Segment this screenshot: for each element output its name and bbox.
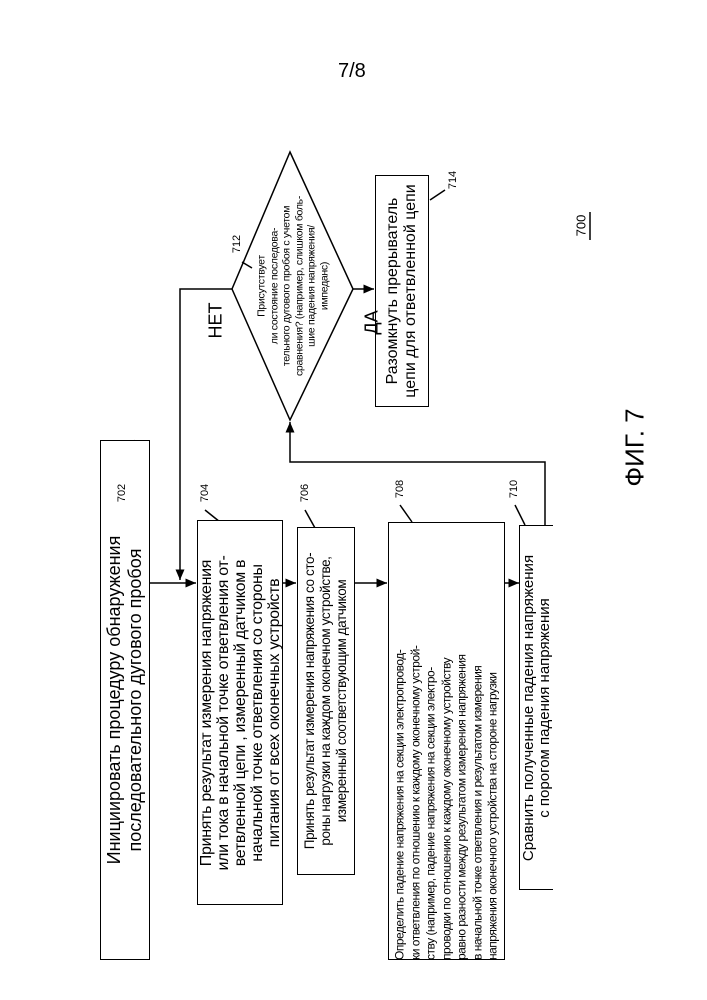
ref-712: 712	[231, 235, 243, 253]
step-712-container: Присутствует ли состояние последова- тел…	[232, 152, 353, 420]
ref-704: 704	[199, 484, 211, 502]
step-712-text: Присутствует ли состояние последова- тел…	[232, 152, 353, 420]
step-704-text: Принять результат измерения напряжения и…	[197, 520, 283, 905]
step-708-box: Определить падение напряжения на секции …	[388, 522, 505, 960]
step-714-box: Разомкнуть прерыватель цепи для ответвле…	[375, 175, 429, 407]
ref-714: 714	[447, 171, 459, 189]
branch-yes-label: ДА	[362, 310, 383, 334]
step-710-box: Сравнить полученные падения напряжения с…	[519, 525, 553, 890]
leader-710	[515, 505, 525, 525]
step-714-text: Разомкнуть прерыватель цепи для ответвле…	[375, 175, 429, 407]
leader-708	[400, 505, 412, 522]
ref-706: 706	[299, 484, 311, 502]
step-706-box: Принять результат измерения напряжения с…	[297, 527, 355, 875]
branch-no-label: НЕТ	[206, 303, 227, 339]
step-708-text: Определить падение напряжения на секции …	[388, 522, 505, 960]
step-704-box: Принять результат измерения напряжения и…	[197, 520, 283, 905]
ref-702: 702	[116, 484, 128, 502]
leader-706	[305, 510, 315, 528]
figure-ref: 700	[573, 215, 588, 237]
ref-710: 710	[508, 480, 520, 498]
arrow-710-712	[290, 422, 545, 525]
step-710-text: Сравнить полученные падения напряжения с…	[520, 525, 554, 890]
leader-714	[430, 190, 445, 200]
ref-708: 708	[394, 480, 406, 498]
figure-label: ФИГ. 7	[620, 408, 651, 486]
step-702-box: Инициировать процедуру обнаружения после…	[100, 440, 150, 960]
step-706-text: Принять результат измерения напряжения с…	[297, 527, 355, 875]
step-702-text: Инициировать процедуру обнаружения после…	[100, 440, 150, 960]
